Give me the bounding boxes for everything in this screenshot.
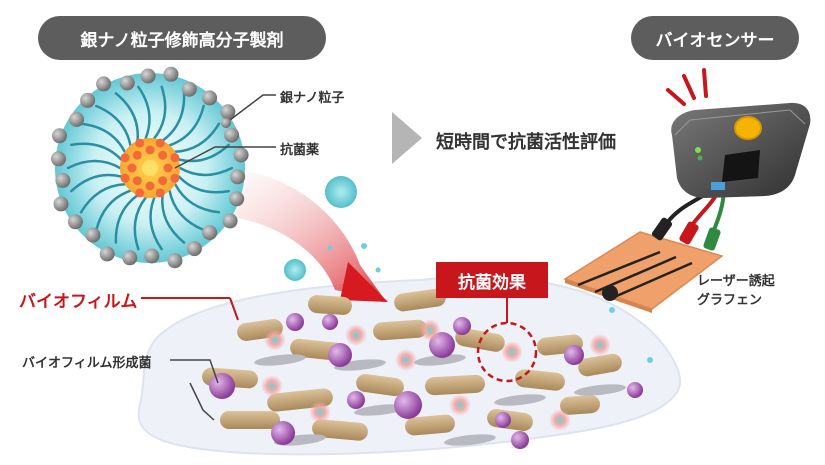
beam-arrowhead bbox=[340, 262, 388, 302]
silver-nanoparticle bbox=[140, 68, 156, 84]
antibacterial-glow bbox=[449, 394, 471, 416]
silver-nanoparticle bbox=[67, 214, 83, 230]
label-nanoparticle: 銀ナノ粒子 bbox=[280, 91, 345, 106]
purple-bacterium bbox=[495, 412, 511, 428]
leader-bacteria bbox=[170, 359, 219, 384]
antibacterial-glow bbox=[261, 375, 283, 397]
purple-bacterium bbox=[286, 313, 304, 331]
silver-nanoparticle bbox=[53, 196, 69, 212]
purple-bacterium bbox=[564, 345, 584, 365]
rod-bacterium bbox=[356, 373, 404, 397]
purple-bacterium bbox=[347, 391, 365, 409]
title-left-pill: 銀ナノ粒子修飾高分子製剤 bbox=[38, 16, 326, 60]
label-biofilm: バイオフィルム bbox=[19, 292, 138, 312]
rod-bacterium bbox=[373, 319, 427, 341]
silver-nanoparticle bbox=[144, 248, 160, 264]
silver-nanoparticle bbox=[122, 250, 138, 266]
silver-nanoparticle bbox=[167, 253, 183, 269]
label-graphene-line2: グラフェン bbox=[697, 293, 763, 308]
rod-bacterium bbox=[220, 411, 280, 429]
device-screen bbox=[722, 150, 760, 182]
floating-particle bbox=[325, 176, 357, 208]
laser-induced-graphene-electrode bbox=[563, 231, 724, 313]
rod-bacterium bbox=[515, 369, 565, 391]
label-drug: 抗菌薬 bbox=[280, 143, 320, 158]
silver-nanoparticle bbox=[233, 147, 249, 163]
antibacterial-glow bbox=[264, 329, 286, 351]
label-biofilm-bacteria: バイオフィルム形成菌 bbox=[22, 356, 152, 371]
leader-drug bbox=[174, 146, 276, 169]
rod-bacterium bbox=[308, 295, 352, 315]
delivery-beam bbox=[205, 169, 385, 300]
antibacterial-glow bbox=[419, 319, 441, 341]
rod-bacterium bbox=[578, 353, 622, 377]
purple-bacterium bbox=[322, 314, 338, 330]
rod-bacterium bbox=[405, 414, 455, 436]
purple-bacterium bbox=[328, 343, 352, 367]
silver-nanoparticle bbox=[80, 92, 96, 108]
silver-nanoparticle bbox=[99, 246, 115, 262]
silver-nanoparticle bbox=[69, 112, 85, 127]
status-led-icon bbox=[695, 147, 701, 153]
arrow-caption: 短時間で抗菌活性評価 bbox=[436, 132, 616, 153]
floating-particle bbox=[284, 259, 306, 281]
antibacterial-glow bbox=[395, 349, 417, 371]
label-graphene-line1: レーザー誘起 bbox=[697, 274, 775, 289]
rod-bacterium bbox=[312, 419, 368, 441]
antibacterial-glow bbox=[549, 409, 571, 431]
biofilm-bacteria-group bbox=[202, 288, 643, 449]
signal-icon bbox=[666, 68, 708, 106]
purple-bacterium bbox=[511, 431, 529, 449]
silver-nanoparticle bbox=[222, 213, 238, 229]
silver-nanoparticle bbox=[55, 172, 71, 188]
silver-nanoparticle bbox=[224, 127, 240, 143]
silver-nanoparticle bbox=[163, 66, 179, 82]
rod-bacterium bbox=[425, 374, 485, 396]
purple-bacterium bbox=[209, 373, 235, 399]
silver-nanoparticle bbox=[220, 104, 236, 120]
silver-nanoparticle bbox=[202, 225, 218, 241]
silver-nanoparticle bbox=[186, 241, 202, 257]
antibacterial-glow bbox=[345, 324, 367, 346]
rod-bacterium bbox=[394, 288, 446, 312]
purple-bacterium bbox=[271, 421, 295, 445]
title-right-pill: バイオセンサー bbox=[631, 16, 799, 60]
antibacterial-glow bbox=[309, 401, 331, 423]
silver-nanoparticle bbox=[230, 169, 246, 185]
effect-badge: 抗菌効果 bbox=[436, 262, 548, 298]
silver-nanoparticle-micelle bbox=[51, 66, 249, 269]
silver-nanoparticle bbox=[202, 90, 218, 106]
power-button[interactable] bbox=[734, 116, 762, 140]
effect-highlight-circle bbox=[476, 321, 538, 383]
silver-nanoparticle bbox=[52, 128, 67, 144]
silver-nanoparticle bbox=[119, 75, 135, 91]
purple-bacterium bbox=[394, 391, 422, 419]
silver-nanoparticle bbox=[51, 151, 66, 167]
biosensor-device bbox=[671, 102, 811, 198]
silver-nanoparticle bbox=[229, 191, 245, 207]
rod-bacterium bbox=[560, 395, 600, 415]
leader-nanoparticle bbox=[225, 94, 276, 124]
silver-nanoparticle bbox=[181, 81, 197, 97]
antibacterial-glow bbox=[501, 341, 523, 363]
purple-bacterium bbox=[627, 382, 643, 398]
silver-nanoparticle bbox=[85, 227, 101, 243]
connector-port bbox=[711, 182, 725, 190]
process-arrow bbox=[392, 112, 422, 164]
antibacterial-glow bbox=[589, 334, 611, 356]
purple-bacterium bbox=[453, 317, 471, 335]
silver-nanoparticle bbox=[96, 76, 112, 92]
